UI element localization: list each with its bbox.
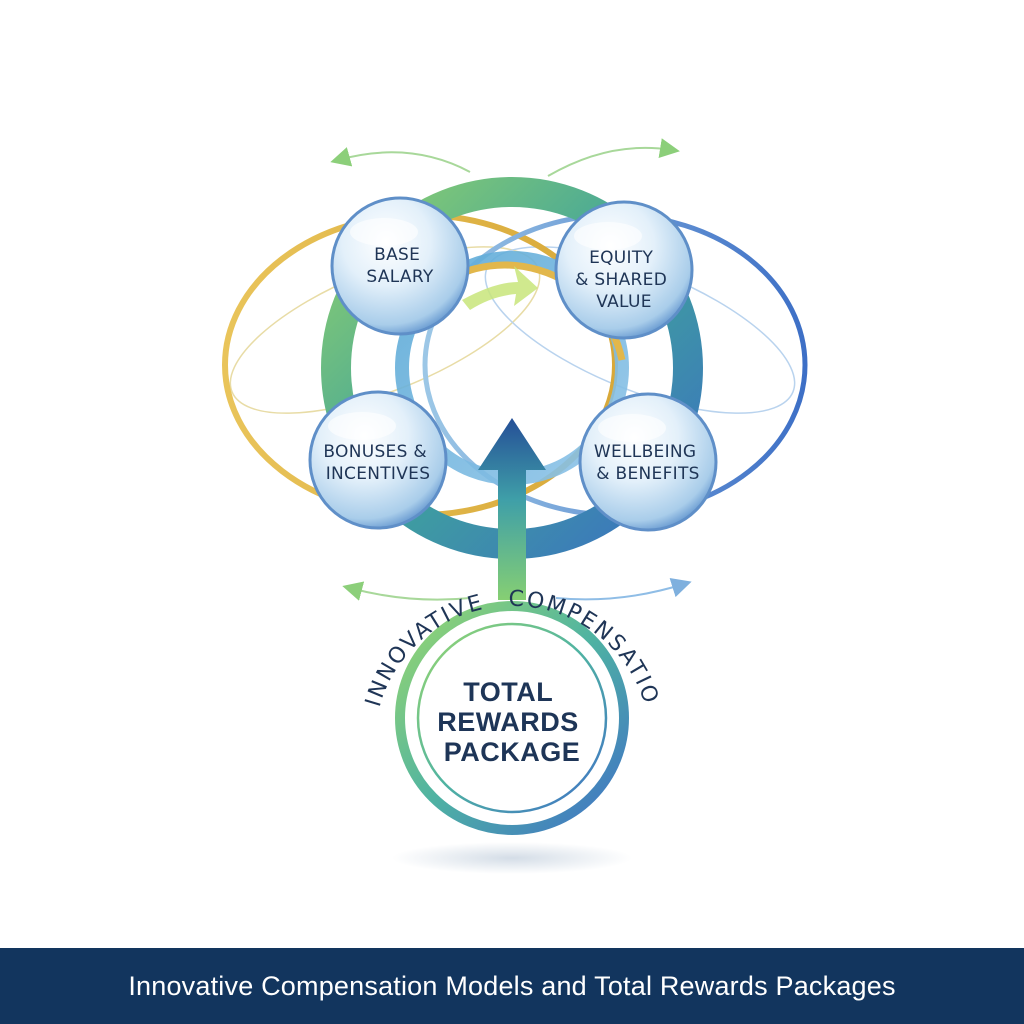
top-left-arrow [330, 147, 471, 173]
node-equity: EQUITY & SHARED VALUE [554, 200, 694, 340]
bottom-right-arrow [555, 578, 692, 601]
node-equity-label: EQUITY & SHARED VALUE [575, 248, 673, 312]
node-wellbeing: WELLBEING & BENEFITS [578, 392, 718, 532]
center-label: TOTAL REWARDS PACKAGE [437, 677, 587, 767]
top-right-arrow [547, 138, 680, 177]
bottom-left-arrow [342, 581, 471, 601]
upward-arrow [478, 418, 546, 600]
total-rewards-ring-outer [395, 601, 629, 835]
node-base-salary-label: BASE SALARY [366, 245, 433, 287]
center-shadow [392, 842, 632, 874]
node-bonuses-label: BONUSES & INCENTIVES [323, 442, 432, 484]
node-bonuses: BONUSES & INCENTIVES [308, 390, 448, 530]
total-rewards-diagram: TOTAL REWARDS PACKAGE INNOVATIVE COMPENS… [0, 0, 808, 874]
footer-title: Innovative Compensation Models and Total… [128, 970, 896, 1001]
inner-arrow [462, 266, 538, 310]
total-rewards-ring-inner [416, 622, 608, 814]
footer-bar: Innovative Compensation Models and Total… [0, 948, 1024, 1024]
node-base-salary: BASE SALARY [330, 196, 470, 336]
node-wellbeing-label: WELLBEING & BENEFITS [594, 442, 702, 484]
